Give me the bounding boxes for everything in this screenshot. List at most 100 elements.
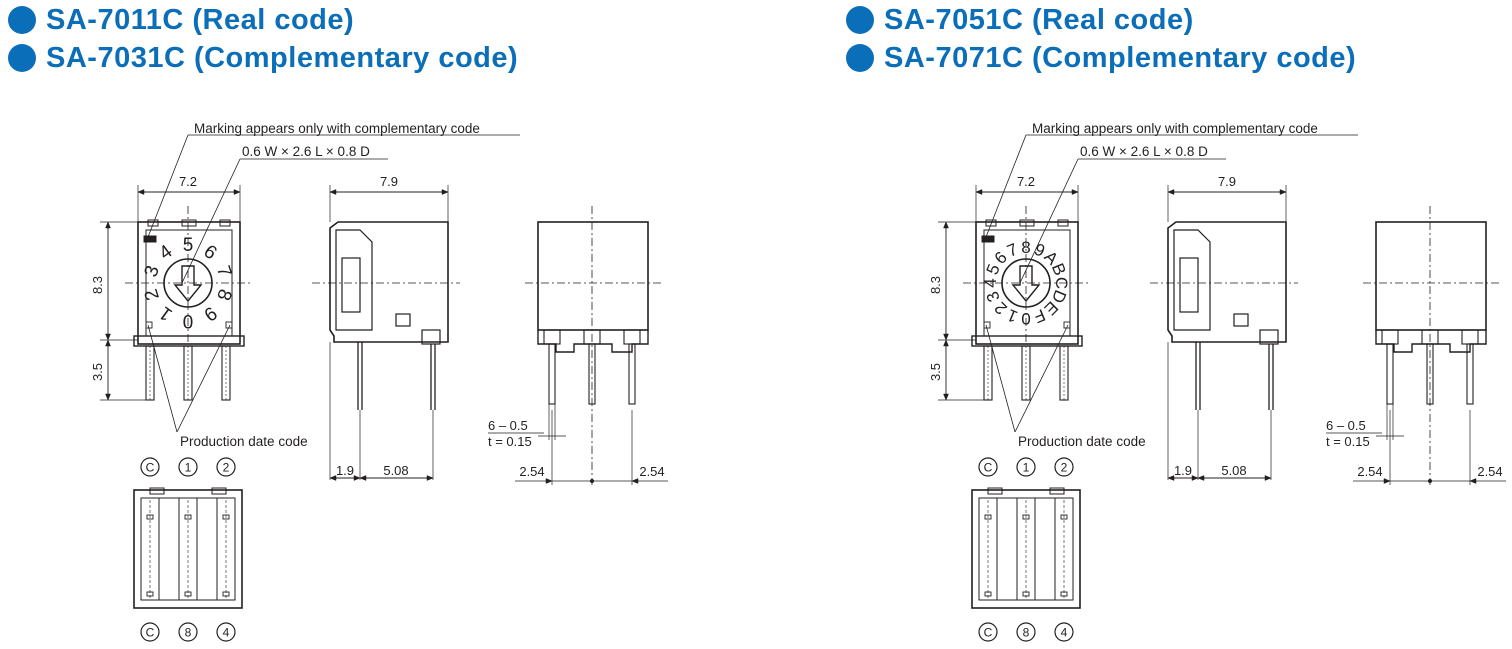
end-view-pin <box>588 343 596 405</box>
dim-height-label: 8.3 <box>928 276 943 294</box>
bottom-clip <box>211 487 227 495</box>
end-view-pin <box>548 343 556 405</box>
dimension-arrow <box>1167 475 1175 481</box>
dial-knob <box>163 258 213 308</box>
terminal-label-top: 2 <box>1061 461 1068 475</box>
dial-arrow-icon <box>1011 265 1041 303</box>
end-view-body <box>537 221 649 331</box>
bottom-view-channel <box>140 497 160 601</box>
pitch-left-label: 2.54 <box>519 464 544 479</box>
leader-line <box>985 324 1016 433</box>
bottom-view-inner <box>978 497 1074 601</box>
end-view-body <box>1375 221 1487 331</box>
leader-line <box>181 158 241 284</box>
bottom-view-channel <box>216 497 236 601</box>
front-clip <box>1019 219 1035 227</box>
pin-thickness-label: t = 0.15 <box>1326 434 1370 449</box>
dimension-arrow <box>1197 475 1205 481</box>
terminal-label-bottom-ring <box>1054 622 1074 642</box>
pitch-right-label: 2.54 <box>1477 464 1502 479</box>
dial-arrow-icon <box>173 265 203 303</box>
end-view-tab <box>623 329 641 345</box>
terminal-label-bottom: 4 <box>223 626 230 640</box>
dial-digit: 0 <box>183 310 194 331</box>
terminal-label-bottom-ring <box>216 622 236 642</box>
bottom-clip <box>987 487 1003 495</box>
end-view-pin <box>628 343 636 405</box>
end-view-tab <box>1461 329 1479 345</box>
leader-line <box>985 134 1027 238</box>
dimension-arrow <box>1264 475 1272 481</box>
dimension-arrow <box>137 189 145 195</box>
leader-line <box>176 324 231 433</box>
dial-digit: 1 <box>156 302 177 325</box>
bottom-view-body <box>971 489 1081 609</box>
front-clip <box>985 219 997 227</box>
dial-digit: C <box>1052 277 1071 289</box>
end-view-tab <box>543 329 561 345</box>
dial-digit: 4 <box>156 241 177 264</box>
terminal-label-top-ring <box>216 457 236 477</box>
terminal-label-bottom: 4 <box>1061 626 1068 640</box>
dimension-arrow <box>943 339 949 347</box>
terminal-label-top-ring <box>1016 457 1036 477</box>
terminal-label-bottom: C <box>146 626 155 640</box>
dimension-arrow <box>631 478 639 484</box>
bottom-view-channel <box>978 497 998 601</box>
side-view-nub <box>395 313 411 327</box>
dimension-arrow <box>943 393 949 401</box>
terminal-label-bottom-ring <box>1016 622 1036 642</box>
side-view-body <box>1167 221 1287 343</box>
front-clip <box>181 219 197 227</box>
dimension-arrow <box>1279 189 1287 195</box>
terminal-label-top-ring <box>978 457 998 477</box>
pin-size-label: 6 – 0.5 <box>488 418 528 433</box>
date-code-mark <box>983 321 991 329</box>
slot-note: 0.6 W × 2.6 L × 0.8 D <box>242 144 370 159</box>
dimension-dot <box>590 479 594 483</box>
dim-side-width-label: 7.9 <box>380 174 398 189</box>
title-real-code: SA-7051C (Real code) <box>846 0 1194 40</box>
dimension-arrow <box>1167 189 1175 195</box>
title-text: SA-7051C (Real code) <box>884 3 1194 36</box>
side-view-window <box>1179 257 1199 313</box>
left-drawing-panel: SA-7011C (Real code) SA-7031C (Complemen… <box>8 0 668 642</box>
dial-digit: 3 <box>141 263 164 280</box>
end-view-pin <box>1466 343 1474 405</box>
bottom-view-channel <box>1054 497 1074 601</box>
title-text: SA-7071C (Complementary code) <box>884 41 1357 74</box>
front-marking-block <box>981 235 995 243</box>
dimension-arrow <box>105 221 111 229</box>
title-text: SA-7011C (Real code) <box>46 3 355 36</box>
leader-line <box>1019 158 1079 284</box>
dim-side-width-label: 7.9 <box>1218 174 1236 189</box>
terminal-label-top-ring <box>178 457 198 477</box>
marking-note: Marking appears only with complementary … <box>1032 121 1318 136</box>
dial-digit: 5 <box>183 235 194 256</box>
dimension-arrow <box>545 478 553 484</box>
pin-size-label: 6 – 0.5 <box>1326 418 1366 433</box>
dimension-arrow <box>233 189 241 195</box>
dim-front-width-label: 7.2 <box>179 174 197 189</box>
dial-digit: 2 <box>141 286 164 303</box>
bottom-clip <box>149 487 165 495</box>
title-complementary-code: SA-7031C (Complementary code) <box>8 38 518 78</box>
terminal-label-bottom-ring <box>178 622 198 642</box>
dim-pin-length-label: 3.5 <box>928 363 943 381</box>
leader-line <box>147 324 178 433</box>
title-real-code: SA-7011C (Real code) <box>8 0 354 40</box>
dim-front-width-label: 7.2 <box>1017 174 1035 189</box>
dimension-arrow <box>329 475 337 481</box>
terminal-label-bottom-ring <box>140 622 160 642</box>
bottom-view-channel <box>1016 497 1036 601</box>
bottom-view-inner <box>140 497 236 601</box>
leader-line <box>1014 324 1069 433</box>
production-date-note: Production date code <box>180 434 308 449</box>
pin-thickness-label: t = 0.15 <box>488 434 532 449</box>
slot-note: 0.6 W × 2.6 L × 0.8 D <box>1080 144 1208 159</box>
title-bullet-icon <box>846 6 874 34</box>
terminal-label-bottom: 8 <box>185 626 192 640</box>
front-clip <box>147 219 159 227</box>
